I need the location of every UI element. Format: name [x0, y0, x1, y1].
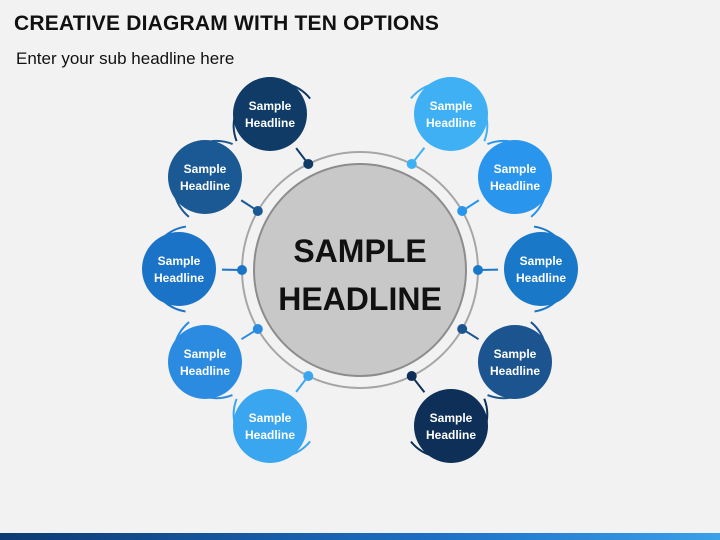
- connector-dot: [303, 371, 314, 382]
- node-circle: [168, 140, 242, 214]
- center-circle: [253, 163, 467, 377]
- node-label-line2: Headline: [180, 364, 230, 378]
- node-label-line2: Headline: [490, 179, 540, 193]
- center-label-line1: SAMPLE: [293, 233, 426, 269]
- node-label-line2: Headline: [180, 179, 230, 193]
- node-circle: [233, 389, 307, 463]
- connector-dot: [406, 158, 417, 169]
- connector-dot: [237, 265, 247, 275]
- page-subtitle: Enter your sub headline here: [16, 49, 235, 68]
- node-label-line1: Sample: [430, 411, 473, 425]
- node-circle: [504, 232, 578, 306]
- node-label-line1: Sample: [249, 99, 292, 113]
- connector-dot: [406, 371, 417, 382]
- node-label-line2: Headline: [426, 116, 476, 130]
- node-label-line2: Headline: [490, 364, 540, 378]
- node-label-line1: Sample: [494, 162, 537, 176]
- node-circle: [414, 389, 488, 463]
- node-label-line1: Sample: [520, 254, 563, 268]
- node-label-line2: Headline: [245, 428, 295, 442]
- node-circle: [478, 140, 552, 214]
- center-label-line2: HEADLINE: [278, 281, 442, 317]
- node-label-line1: Sample: [184, 347, 227, 361]
- node-label-line1: Sample: [184, 162, 227, 176]
- node-label-line1: Sample: [249, 411, 292, 425]
- center-hub: SAMPLE HEADLINE: [253, 163, 467, 377]
- node-label-line2: Headline: [426, 428, 476, 442]
- node-circle: [414, 77, 488, 151]
- page-title: CREATIVE DIAGRAM WITH TEN OPTIONS: [14, 12, 440, 35]
- option-nodes-layer: SampleHeadlineSampleHeadlineSampleHeadli…: [142, 77, 578, 463]
- connector-dot: [457, 324, 468, 334]
- node-label-line2: Headline: [516, 271, 566, 285]
- bottom-accent-bar: [0, 533, 720, 540]
- node-label-line2: Headline: [154, 271, 204, 285]
- node-label-line1: Sample: [430, 99, 473, 113]
- connector-dot: [457, 206, 468, 216]
- connector-dot: [303, 158, 314, 169]
- node-circle: [168, 325, 242, 399]
- connector-dot: [252, 206, 263, 216]
- connector-dot: [473, 265, 483, 275]
- connector-dot: [252, 324, 263, 334]
- node-circle: [142, 232, 216, 306]
- node-circle: [233, 77, 307, 151]
- node-label-line1: Sample: [158, 254, 201, 268]
- node-label-line1: Sample: [494, 347, 537, 361]
- node-label-line2: Headline: [245, 116, 295, 130]
- node-circle: [478, 325, 552, 399]
